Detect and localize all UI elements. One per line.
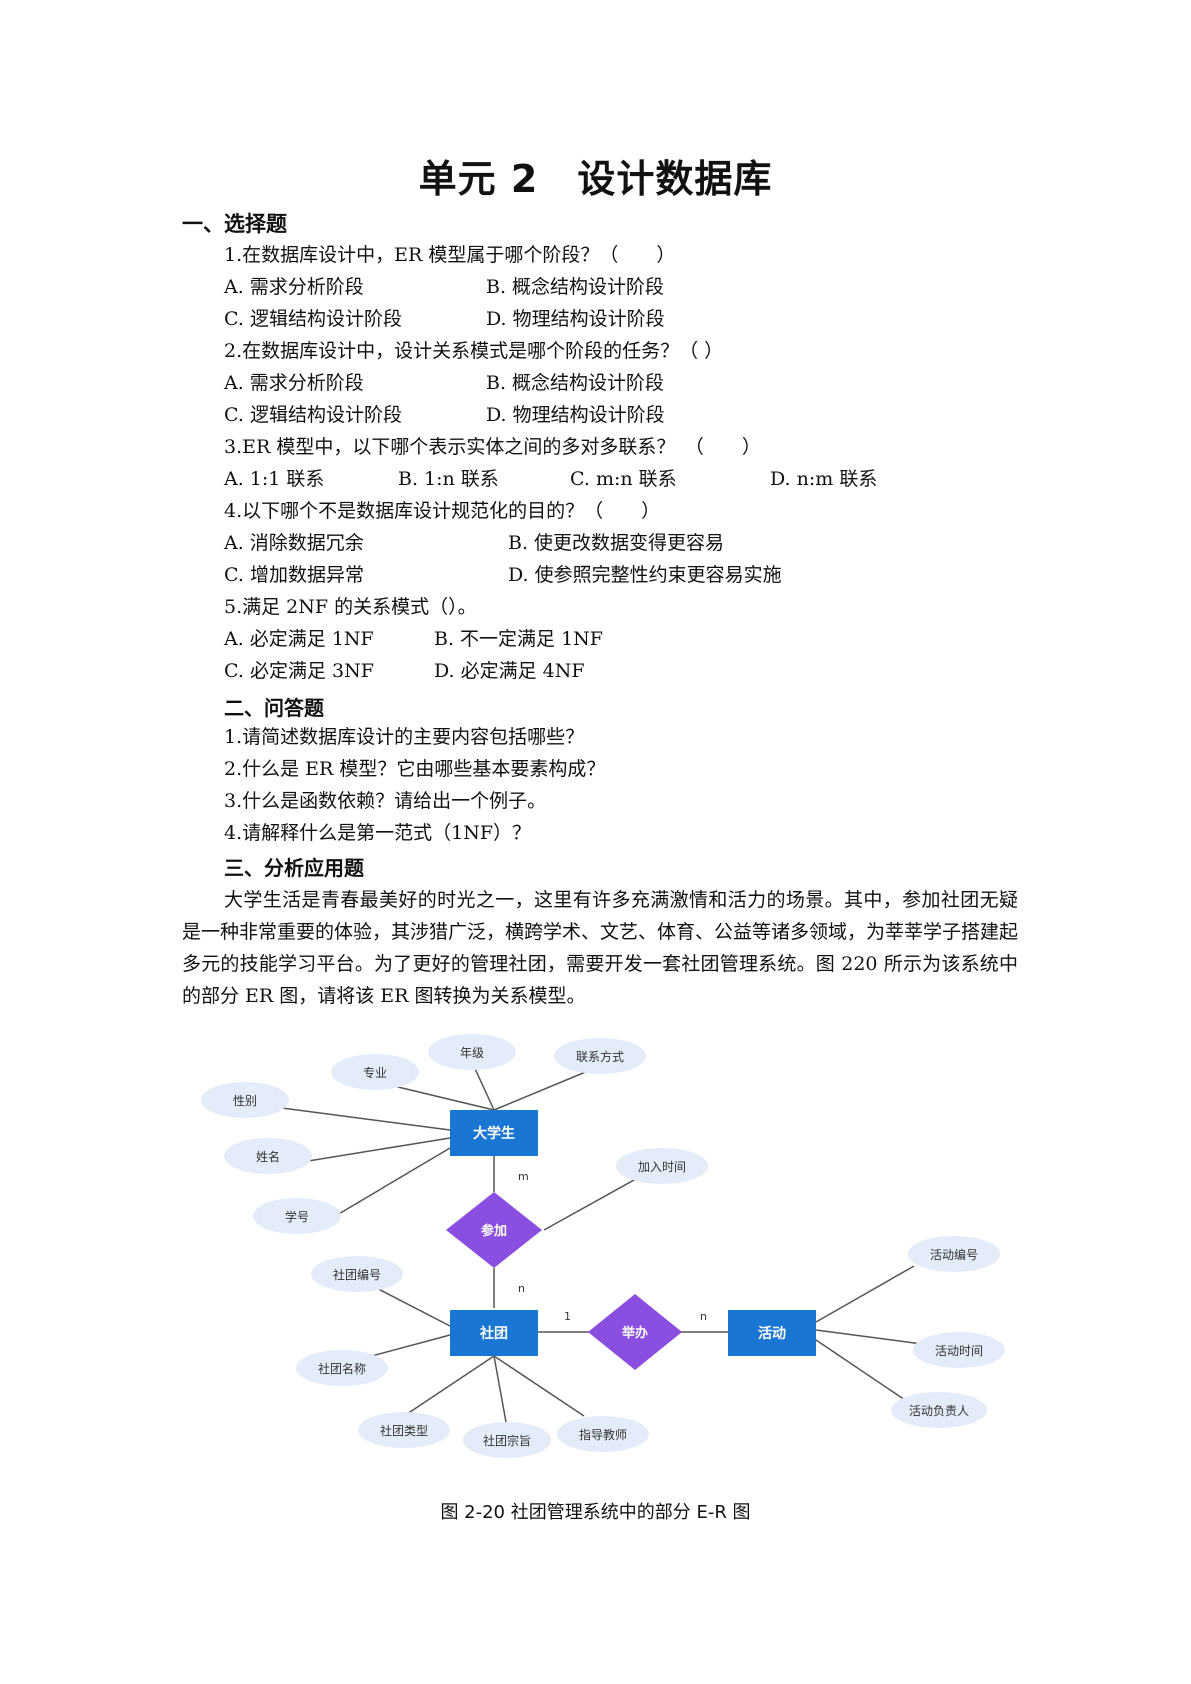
attr-gender: 性别: [233, 1094, 257, 1108]
attr-name: 姓名: [256, 1149, 280, 1164]
attr-activity-id: 活动编号: [930, 1247, 978, 1262]
question-1-option-a: A. 需求分析阶段: [224, 276, 364, 298]
qa-question-1: 1.请简述数据库设计的主要内容包括哪些？: [224, 726, 585, 748]
qa-question-3: 3.什么是函数依赖？请给出一个例子。: [224, 790, 547, 812]
attr-club-type: 社团类型: [380, 1423, 428, 1438]
section-heading-qa: 二、问答题: [224, 696, 324, 720]
question-4-option-c: C. 增加数据异常: [224, 564, 364, 586]
qa-question-4: 4.请解释什么是第一范式（1NF）？: [224, 822, 532, 844]
attr-club-name: 社团名称: [318, 1361, 366, 1376]
question-2-stem: 2.在数据库设计中，设计关系模式是哪个阶段的任务？（ ）: [224, 340, 724, 362]
attr-contact: 联系方式: [576, 1049, 624, 1064]
attr-major: 专业: [363, 1065, 387, 1080]
entity-club-label: 社团: [479, 1325, 508, 1342]
entity-activity: 活动: [728, 1310, 816, 1356]
attr-club-id: 社团编号: [333, 1267, 381, 1282]
question-3-option-b: B. 1:n 联系: [398, 468, 499, 490]
question-5-option-c: C. 必定满足 3NF: [224, 660, 374, 682]
cardinality-club-host: 1: [564, 1310, 571, 1323]
student-attributes: 年级 专业 联系方式 性别 姓名 学号: [201, 1034, 646, 1234]
question-3-option-d: D. n:m 联系: [770, 468, 878, 490]
qa-question-2: 2.什么是 ER 模型？它由哪些基本要素构成？: [224, 758, 606, 780]
figure-caption: 图 2-20 社团管理系统中的部分 E-R 图: [440, 1502, 751, 1523]
entity-activity-label: 活动: [758, 1325, 786, 1342]
section-heading-choice: 一、选择题: [182, 212, 287, 236]
question-4-option-b: B. 使更改数据变得更容易: [508, 532, 725, 554]
page-title: 单元 2 设计数据库: [418, 157, 773, 201]
relationship-host: 举办: [588, 1294, 682, 1370]
analysis-paragraph: 大学生活是青春最美好的时光之一，这里有许多充满激情和活力的场景。其中，参加社团无…: [182, 889, 1019, 1007]
question-3-option-a: A. 1:1 联系: [224, 468, 325, 490]
join-attribute: 加入时间: [616, 1148, 708, 1184]
question-1-option-d: D. 物理结构设计阶段: [486, 308, 665, 330]
relationship-join: 参加: [446, 1192, 542, 1268]
question-1-option-b: B. 概念结构设计阶段: [486, 276, 665, 298]
attr-advisor: 指导教师: [579, 1427, 627, 1442]
relationship-join-label: 参加: [481, 1223, 507, 1239]
question-2-option-b: B. 概念结构设计阶段: [486, 372, 665, 394]
cardinality-student-join: m: [518, 1170, 529, 1183]
attr-activity-time: 活动时间: [935, 1344, 983, 1358]
question-3-option-c: C. m:n 联系: [570, 468, 677, 490]
question-5-option-b: B. 不一定满足 1NF: [434, 628, 603, 650]
question-5-stem: 5.满足 2NF 的关系模式（）。: [224, 596, 477, 618]
attr-activity-leader: 活动负责人: [909, 1404, 969, 1418]
er-diagram: 年级 专业 联系方式 性别 姓名 学号 加入时间 社团编号 社团名称 社团类型 …: [201, 1034, 1005, 1458]
question-1-option-c: C. 逻辑结构设计阶段: [224, 308, 402, 330]
club-attributes: 社团编号 社团名称 社团类型 社团宗旨 指导教师: [296, 1256, 649, 1458]
question-4-stem: 4.以下哪个不是数据库设计规范化的目的？（ ）: [224, 500, 661, 522]
entity-club: 社团: [450, 1310, 538, 1356]
question-2-option-d: D. 物理结构设计阶段: [486, 404, 665, 426]
question-4-option-a: A. 消除数据冗余: [224, 532, 364, 554]
question-2-option-c: C. 逻辑结构设计阶段: [224, 404, 402, 426]
attr-grade: 年级: [460, 1046, 484, 1060]
attr-join-time: 加入时间: [638, 1160, 686, 1174]
question-3-stem: 3.ER 模型中，以下哪个表示实体之间的多对多联系？ （ ）: [224, 436, 761, 458]
cardinality-club-join: n: [518, 1282, 525, 1295]
question-5-option-a: A. 必定满足 1NF: [224, 628, 374, 650]
cardinality-activity-host: n: [700, 1310, 707, 1323]
attr-club-purpose: 社团宗旨: [483, 1433, 531, 1448]
relationship-host-label: 举办: [621, 1325, 648, 1341]
question-5-option-d: D. 必定满足 4NF: [434, 660, 585, 682]
activity-attributes: 活动编号 活动时间 活动负责人: [891, 1236, 1005, 1428]
question-4-option-d: D. 使参照完整性约束更容易实施: [508, 564, 782, 586]
question-2-option-a: A. 需求分析阶段: [224, 372, 364, 394]
entity-student: 大学生: [450, 1110, 538, 1156]
entity-student-label: 大学生: [473, 1125, 515, 1142]
question-1-stem: 1.在数据库设计中，ER 模型属于哪个阶段？（ ）: [224, 244, 676, 266]
section-heading-analysis: 三、分析应用题: [224, 856, 364, 880]
attr-student-id: 学号: [285, 1209, 309, 1224]
